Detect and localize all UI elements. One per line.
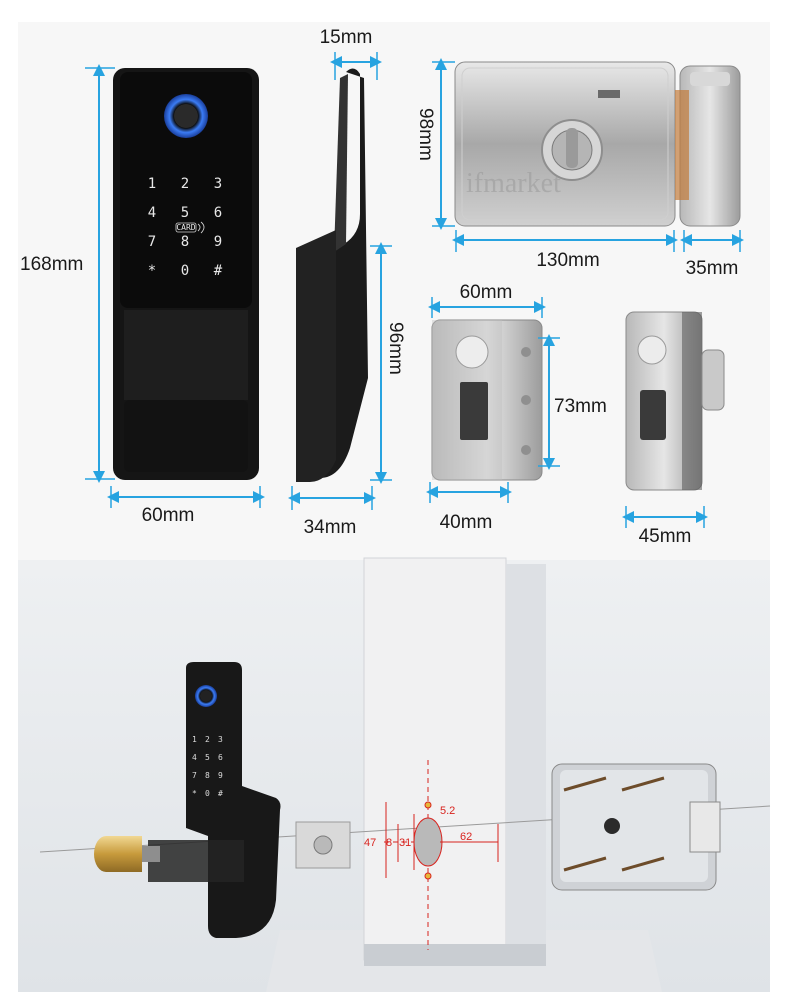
- key-5: 5: [181, 205, 189, 221]
- key-9: 9: [214, 234, 222, 250]
- adapter-plate: [295, 821, 351, 869]
- dim-depth-top: 15mm: [320, 27, 373, 48]
- key-0: 0: [181, 263, 189, 279]
- strike-box: [431, 319, 543, 481]
- svg-text:*: *: [192, 789, 197, 798]
- rim-lock-body: [454, 61, 676, 227]
- dim-side-depth: 45mm: [639, 526, 692, 547]
- dim-install-1: 5.2: [440, 805, 455, 817]
- cylinder-icon: [94, 836, 160, 872]
- rim-lock-back: [551, 763, 721, 891]
- key-1: 1: [148, 176, 156, 192]
- key-star: *: [148, 263, 156, 279]
- dim-install-3: 8: [386, 837, 392, 849]
- svg-text:#: #: [218, 789, 223, 798]
- dim-rim-width: 130mm: [536, 250, 599, 271]
- key-3: 3: [214, 176, 222, 192]
- card-label: CARD: [176, 223, 195, 232]
- key-hash: #: [214, 263, 223, 279]
- dim-install-5: 62: [460, 831, 472, 843]
- svg-text:6: 6: [218, 753, 223, 762]
- key-7: 7: [148, 234, 156, 250]
- dim-handle-height: 96mm: [385, 322, 406, 375]
- dim-box-width: 60mm: [460, 282, 513, 303]
- dim-depth-bottom: 34mm: [304, 517, 357, 538]
- lock-side-view: [625, 311, 725, 491]
- svg-text:1: 1: [192, 735, 197, 744]
- dim-box-height: 73mm: [554, 396, 607, 417]
- svg-text:4: 4: [192, 753, 197, 762]
- svg-text:9: 9: [218, 771, 223, 780]
- keypad: 1 2 3 4 5 6 7 8 9 * 0 # CARD: [148, 176, 223, 279]
- svg-text:5: 5: [205, 753, 210, 762]
- dim-install-2: 47: [364, 837, 376, 849]
- watermark: ifmarket: [466, 168, 561, 199]
- svg-text:2: 2: [205, 735, 210, 744]
- dim-lock-width: 60mm: [142, 505, 195, 526]
- key-8: 8: [181, 234, 189, 250]
- dim-install-4: 31: [399, 837, 411, 849]
- nfc-icon: [197, 221, 205, 234]
- drill-template: [384, 760, 499, 950]
- svg-text:3: 3: [218, 735, 223, 744]
- rim-lock-strike: [675, 65, 741, 227]
- door-slab: [363, 557, 546, 966]
- svg-text:7: 7: [192, 771, 197, 780]
- dim-strike-width: 35mm: [686, 258, 739, 279]
- smart-lock-front: 1 2 3 4 5 6 7 8 9 * 0 # CARD: [113, 68, 259, 480]
- key-4: 4: [148, 205, 156, 221]
- key-6: 6: [214, 205, 222, 221]
- svg-text:8: 8: [205, 771, 210, 780]
- dim-box-depth: 40mm: [440, 512, 493, 533]
- key-2: 2: [181, 176, 189, 192]
- dim-lock-height: 168mm: [20, 254, 83, 275]
- svg-text:0: 0: [205, 789, 210, 798]
- smart-lock-side: [296, 68, 368, 482]
- dim-rim-height: 98mm: [415, 108, 436, 161]
